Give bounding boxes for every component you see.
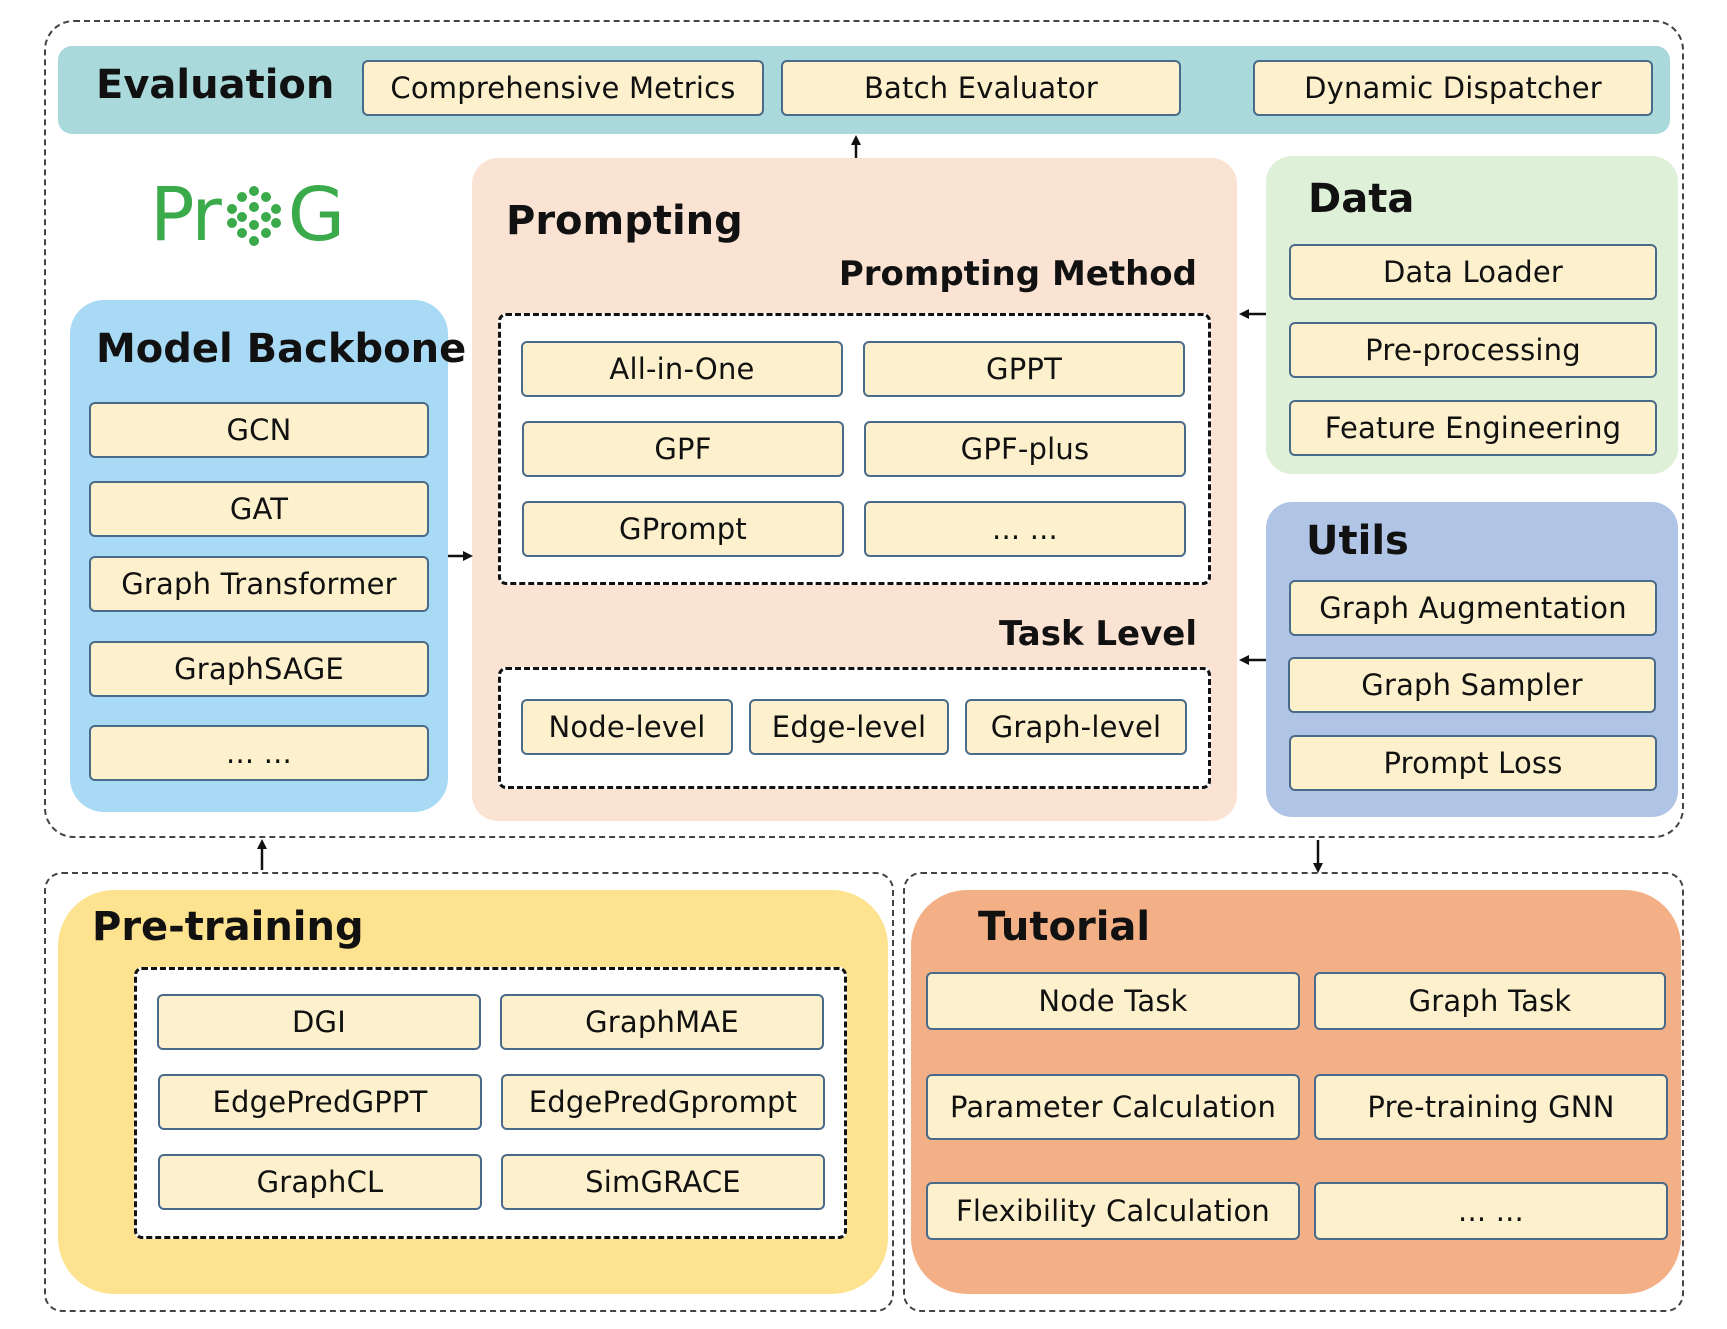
pretraining-item: SimGRACE bbox=[501, 1154, 825, 1210]
backbone-item: Graph Transformer bbox=[89, 556, 429, 612]
tutorial-item: Graph Task bbox=[1314, 972, 1666, 1030]
tutorial-item: Parameter Calculation bbox=[926, 1074, 1300, 1140]
task-level-title: Task Level bbox=[998, 614, 1197, 654]
data-item: Feature Engineering bbox=[1289, 400, 1657, 456]
backbone-item: ... ... bbox=[89, 725, 429, 781]
data-title: Data bbox=[1308, 176, 1415, 222]
tutorial-item: Node Task bbox=[926, 972, 1300, 1030]
backbone-item: GraphSAGE bbox=[89, 641, 429, 697]
backbone-item: GAT bbox=[89, 481, 429, 537]
pretraining-item: GraphMAE bbox=[500, 994, 824, 1050]
backbone-item: GCN bbox=[89, 402, 429, 458]
pretraining-title: Pre-training bbox=[92, 904, 364, 950]
utils-title: Utils bbox=[1306, 518, 1409, 564]
prompting-method-title: Prompting Method bbox=[838, 254, 1197, 294]
data-item: Data Loader bbox=[1289, 244, 1657, 300]
logo-dot-cluster-icon bbox=[226, 186, 281, 246]
top-framework-container bbox=[44, 20, 1684, 838]
evaluation-title: Evaluation bbox=[96, 62, 335, 108]
prog-logo: Pr G bbox=[150, 172, 345, 258]
task-level-item: Node-level bbox=[521, 699, 733, 755]
pretraining-item: EdgePredGPPT bbox=[158, 1074, 482, 1130]
prompting-method-item: GPF bbox=[522, 421, 844, 477]
utils-item: Prompt Loss bbox=[1289, 735, 1657, 791]
prompting-title: Prompting bbox=[506, 198, 743, 244]
model-backbone-title: Model Backbone bbox=[96, 326, 467, 372]
pretraining-container bbox=[44, 872, 894, 1312]
utils-item: Graph Augmentation bbox=[1289, 580, 1657, 636]
tutorial-item: Pre-training GNN bbox=[1314, 1074, 1668, 1140]
prompting-method-item: GPrompt bbox=[522, 501, 844, 557]
prompting-method-item: GPPT bbox=[863, 341, 1185, 397]
logo-text-left: Pr bbox=[150, 172, 222, 258]
logo-text-right: G bbox=[287, 172, 345, 258]
task-level-item: Graph-level bbox=[965, 699, 1187, 755]
tutorial-item: ... ... bbox=[1314, 1182, 1668, 1240]
prompting-method-item: All-in-One bbox=[521, 341, 843, 397]
batch-evaluator-box: Batch Evaluator bbox=[781, 60, 1181, 116]
comprehensive-metrics-box: Comprehensive Metrics bbox=[362, 60, 764, 116]
utils-item: Graph Sampler bbox=[1288, 657, 1656, 713]
tutorial-title: Tutorial bbox=[978, 904, 1151, 950]
task-level-item: Edge-level bbox=[749, 699, 949, 755]
tutorial-item: Flexibility Calculation bbox=[926, 1182, 1300, 1240]
pretraining-item: DGI bbox=[157, 994, 481, 1050]
data-item: Pre-processing bbox=[1289, 322, 1657, 378]
prompting-method-item: GPF-plus bbox=[864, 421, 1186, 477]
dynamic-dispatcher-box: Dynamic Dispatcher bbox=[1253, 60, 1653, 116]
tutorial-container bbox=[903, 872, 1684, 1312]
prompting-method-item: ... ... bbox=[864, 501, 1186, 557]
pretraining-item: GraphCL bbox=[158, 1154, 482, 1210]
pretraining-item: EdgePredGprompt bbox=[501, 1074, 825, 1130]
